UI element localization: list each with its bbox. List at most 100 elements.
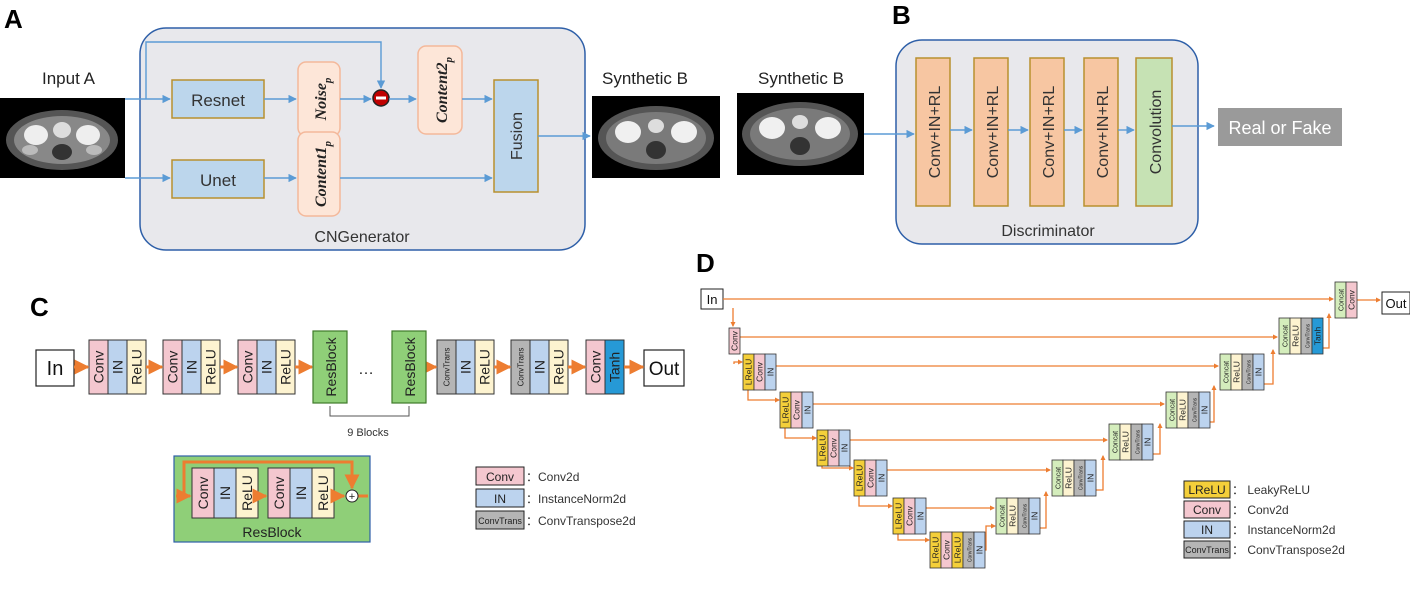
synthetic-b-label-generator: Synthetic B [602,69,688,88]
fusion-label: Fusion [509,112,526,160]
disc-block-2 [973,57,1009,207]
d-legend-convtrans-desc: ： ConvTranspose2d [1232,543,1345,557]
c-enc-2-relu-label: ReLU [203,349,219,385]
c-legend-conv-desc: ：Conv2d [526,470,579,484]
d-enc-4-in_norm-label: IN [840,444,850,453]
c-out-label: Out [649,359,680,380]
disc-block-3-label: Conv+IN+RL [1041,86,1058,179]
d-legend-in-key: IN [1201,523,1213,537]
d-legend-conv-desc: ： Conv2d [1232,503,1289,517]
panel-a-arrows [125,41,591,183]
real-or-fake-output [1218,108,1342,146]
c-dec-1-in_norm-label: IN [458,360,474,374]
d-legend-convtrans-swatch [1183,540,1231,559]
d-legend-convtrans-key: ConvTrans [1185,545,1229,555]
d-enc-2-in_norm [764,353,777,391]
d-enc-7-in_norm-label: IN [975,546,985,555]
synthetic-b-ct-image-generator [592,96,720,178]
d-dec-7-concat-label: Concat [1339,289,1346,311]
content1-subscript: p [322,141,334,148]
d-dec-5-convtrans-label: ConvTrans [1247,359,1253,384]
c-legend-in-desc: ：InstanceNorm2d [526,492,626,506]
unet-label: Unet [200,171,236,190]
disc-block-1 [915,57,951,207]
d-dec-7-conv [1345,281,1358,319]
d-dec-5-in_norm-label: IN [1254,368,1264,377]
disc-block-2-label: Conv+IN+RL [985,86,1002,179]
disc-convolution-label: Convolution [1148,90,1165,175]
d-out-box [1381,291,1410,315]
d-dec-4-convtrans-label: ConvTrans [1193,397,1199,422]
real-or-fake-label: Real or Fake [1228,118,1331,138]
discriminator-blocks: Conv+IN+RL Conv+IN+RL Conv+IN+RL Conv+IN… [915,57,1173,207]
c-in-label: In [47,358,64,380]
d-legend-conv-swatch [1183,500,1231,519]
d-dec-3-convtrans-label: ConvTrans [1136,429,1142,454]
disc-block-1-label: Conv+IN+RL [927,86,944,179]
d-dec-2-convtrans-label: ConvTrans [1079,465,1085,490]
disc-block-4-label: Conv+IN+RL [1095,86,1112,179]
c-enc-3-conv-label: Conv [240,351,256,384]
input-a-label: Input A [42,69,96,88]
d-dec-6-convtrans-label: ConvTrans [1306,323,1312,348]
d-legend: LReLU ： LeakyReLU Conv ： Conv2d IN ： Ins… [1183,480,1345,559]
d-legend-lrelu-key: LReLU [1188,483,1225,497]
d-dec-2-in_norm-label: IN [1086,474,1096,483]
d-enc-7-lrelu-label: LReLU [931,537,941,563]
d-enc-5-lrelu-label: LReLU [855,465,865,491]
svg-text:Noisep: Noisep [313,77,334,121]
c-res-layer-2-conv-label: Conv [271,477,287,510]
d-legend-in-desc: ： InstanceNorm2d [1232,523,1335,537]
d-dec-7-conv-label: Conv [1347,289,1357,310]
input-a-ct-image [0,98,125,178]
content2-subscript: p [443,57,455,64]
d-dec-6-concat-label: Concat [1283,325,1290,347]
d-enc-4-conv-label: Conv [829,437,839,458]
unet-block [171,159,265,199]
c-legend-convtrans-desc: ：ConvTranspose2d [526,514,636,528]
c-dec-1-convtrans-label: ConvTrans [443,348,452,387]
d-enc-5-in_norm [875,459,888,497]
c-resblock-first-label: ResBlock [323,336,339,396]
d-out-label: Out [1386,296,1407,311]
c-legend-convtrans-swatch [475,510,525,530]
d-enc-3-lrelu-label: LReLU [781,397,791,423]
d-dec-1-convtrans-label: ConvTrans [1023,503,1029,528]
c-dec-2-in_norm-label: IN [532,360,548,374]
svg-text:Content1p: Content1p [313,141,334,207]
c-resblock-detail-caption: ResBlock [242,524,302,540]
c-enc-1-relu-label: ReLU [129,349,145,385]
fusion-block [493,79,539,193]
c-ellipsis: … [358,361,374,378]
d-unet-arrows [723,296,1382,551]
c-resblock-last-label: ResBlock [402,336,418,396]
d-dec-6-tanh-label: Tanh [1313,327,1323,346]
c-resblock-last [391,330,427,404]
d-enc-5-conv-label: Conv [866,467,876,488]
d-legend-lrelu-swatch [1183,480,1231,499]
content1-block [297,131,341,217]
disc-block-3 [1029,57,1065,207]
d-in-label: In [707,292,718,307]
c-out-conv-tanh-label: Tanh [607,352,623,382]
c-enc-1-in_norm-label: IN [110,360,126,374]
d-enc-4-lrelu-label: LReLU [818,435,828,461]
d-dec-3-concat-label: Concat [1113,431,1120,453]
c-legend-conv-key: Conv [486,470,514,484]
d-enc-3-in_norm [801,391,814,429]
c-enc-1-conv-label: Conv [91,351,107,384]
c-legend-convtrans-key: ConvTrans [478,516,522,526]
c-enc-3-in_norm-label: IN [259,360,275,374]
